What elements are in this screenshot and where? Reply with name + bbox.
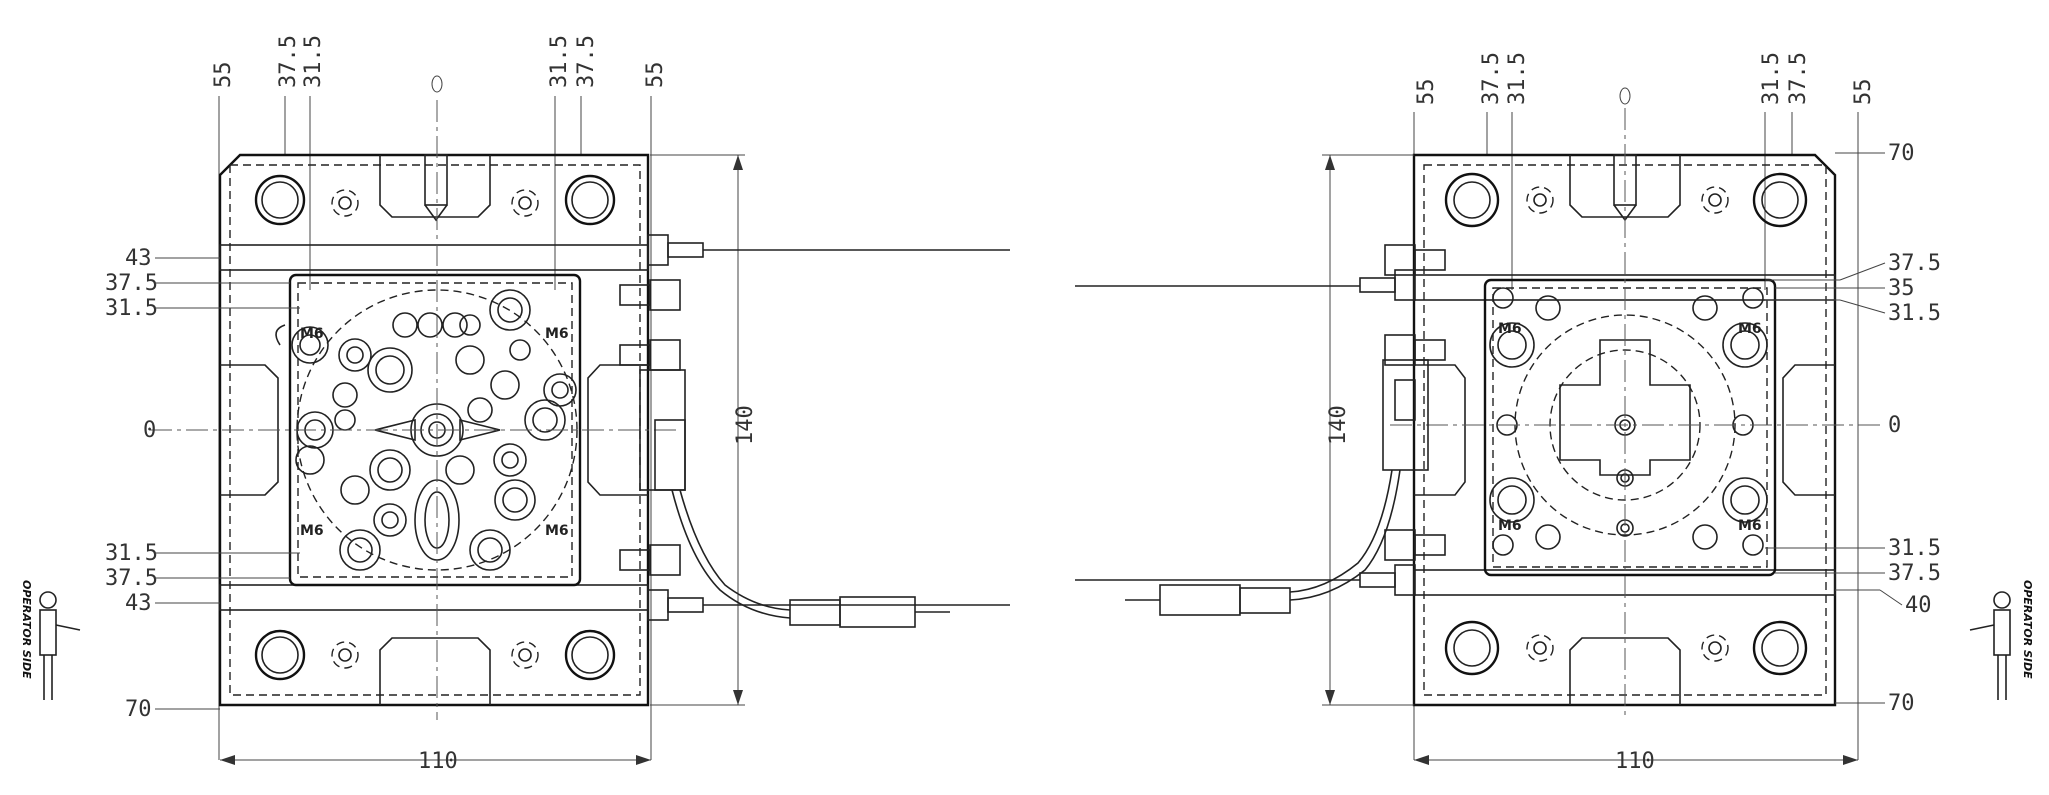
right-width-dim: 110 bbox=[1615, 749, 1655, 774]
right-top-label-55a: 55 bbox=[1414, 79, 1439, 106]
left-outer-plate bbox=[218, 153, 650, 707]
right-side-label-70b: 70 bbox=[1888, 691, 1915, 716]
right-side-label-315b: 31.5 bbox=[1888, 536, 1941, 561]
right-height-dim: 140 bbox=[1326, 405, 1351, 445]
left-top-origin-mark bbox=[431, 75, 443, 93]
right-top-label-315b: 31.5 bbox=[1759, 52, 1784, 105]
right-cavity-features bbox=[1489, 287, 1768, 556]
left-top-label-315a: 31.5 bbox=[301, 35, 326, 88]
left-side-label-43a: 43 bbox=[125, 246, 152, 271]
right-top-origin-mark bbox=[1619, 87, 1631, 105]
left-side-label-43b: 43 bbox=[125, 591, 152, 616]
right-m6-label: M6 bbox=[1738, 518, 1762, 534]
left-operator-figure bbox=[39, 591, 81, 700]
left-m6-label: M6 bbox=[300, 326, 324, 342]
left-cavity-plate bbox=[288, 273, 582, 587]
right-side-label-0: 0 bbox=[1888, 413, 1901, 438]
right-side-label-375b: 37.5 bbox=[1888, 561, 1941, 586]
left-side-label-70: 70 bbox=[125, 697, 152, 722]
left-m6-label: M6 bbox=[545, 523, 569, 539]
right-operator-label: OPERATOR SIDE bbox=[2021, 580, 2034, 679]
right-top-label-55b: 55 bbox=[1851, 79, 1876, 106]
left-top-label-375b: 37.5 bbox=[574, 35, 599, 88]
right-view: 55 37.5 31.5 31.5 37.5 55 bbox=[1075, 52, 2034, 774]
left-side-label-375a: 37.5 bbox=[105, 271, 158, 296]
right-side-label-315a: 31.5 bbox=[1888, 301, 1941, 326]
left-connectors bbox=[619, 234, 1010, 628]
right-m6-label: M6 bbox=[1738, 321, 1762, 337]
left-top-label-55a: 55 bbox=[211, 62, 236, 89]
left-side-label-315a: 31.5 bbox=[105, 296, 158, 321]
left-operator-label: OPERATOR SIDE bbox=[20, 580, 33, 679]
left-view: 55 37.5 31.5 31.5 37.5 55 bbox=[20, 35, 1010, 774]
left-top-label-315b: 31.5 bbox=[547, 35, 572, 88]
left-width-dim: 110 bbox=[418, 749, 458, 774]
right-side-label-40: 40 bbox=[1905, 593, 1932, 618]
right-operator-figure bbox=[1969, 591, 2011, 700]
left-m6-label: M6 bbox=[545, 326, 569, 342]
right-connectors bbox=[1075, 244, 1446, 616]
right-side-label-375a: 37.5 bbox=[1888, 251, 1941, 276]
left-m6-label: M6 bbox=[300, 523, 324, 539]
left-top-label-55b: 55 bbox=[643, 62, 668, 89]
right-cavity-plate bbox=[1483, 278, 1777, 577]
right-side-label-70a: 70 bbox=[1888, 141, 1915, 166]
right-top-label-375a: 37.5 bbox=[1479, 52, 1504, 105]
right-top-label-375b: 37.5 bbox=[1786, 52, 1811, 105]
right-m6-label: M6 bbox=[1498, 321, 1522, 337]
left-side-label-315b: 31.5 bbox=[105, 541, 158, 566]
right-top-label-315a: 31.5 bbox=[1505, 52, 1530, 105]
left-side-label-375b: 37.5 bbox=[105, 566, 158, 591]
right-outer-plate bbox=[1412, 153, 1837, 707]
right-m6-label: M6 bbox=[1498, 518, 1522, 534]
right-side-label-35: 35 bbox=[1888, 276, 1915, 301]
left-height-dim: 140 bbox=[733, 405, 758, 445]
left-side-label-0: 0 bbox=[143, 418, 156, 443]
left-top-label-375a: 37.5 bbox=[276, 35, 301, 88]
